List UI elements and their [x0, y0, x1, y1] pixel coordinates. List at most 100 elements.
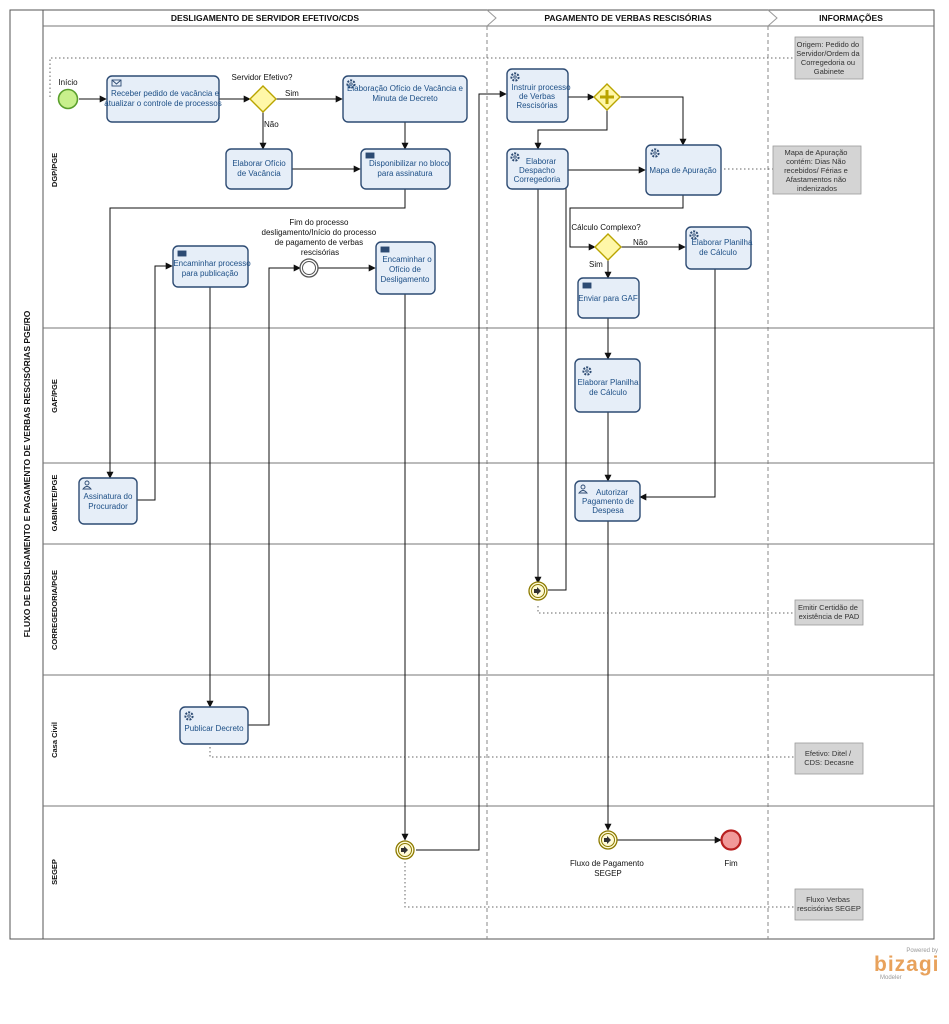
task-encaminhar-publicacao[interactable] [172, 245, 249, 288]
intermediate-event[interactable] [299, 258, 319, 278]
association-line [49, 57, 795, 97]
flow-arrow [569, 195, 684, 251]
task-encaminhar-oficio[interactable] [375, 241, 436, 295]
envelope-icon [177, 250, 187, 257]
start-event-label: Início [58, 78, 78, 87]
annotation-box [794, 742, 864, 775]
end-event[interactable] [720, 829, 742, 851]
gear-icon [184, 711, 194, 721]
product-text: Modeler [880, 975, 902, 981]
intermediate-event-label: Fim do processo desligamento/Início do p… [262, 218, 379, 257]
lane-label-segep: SEGEP [50, 859, 59, 885]
annotation-text: Mapa de Apuração contém: Dias Não recebi… [784, 148, 850, 193]
envelope-icon [365, 152, 375, 159]
association-line [209, 743, 795, 758]
task-mapa-apuracao[interactable] [645, 144, 722, 196]
task-elaborar-planilha-dgp[interactable] [685, 226, 752, 270]
flow-arrow [106, 189, 406, 479]
gateway-label: Cálculo Complexo? [571, 223, 641, 232]
annotation-box [772, 145, 862, 195]
task-autorizar-pagamento[interactable] [574, 480, 641, 522]
envelope-icon [582, 282, 592, 289]
gear-icon [650, 148, 660, 158]
gear-icon [689, 230, 699, 240]
lane-label-dgp: DGP/PGE [50, 153, 59, 187]
start-event[interactable] [57, 88, 79, 110]
task-elaboracao-oficio-minuta[interactable] [342, 75, 468, 123]
link-event-label: Fluxo de Pagamento SEGEP [570, 859, 646, 878]
annotation-box [794, 36, 864, 80]
lane-label-gabinete: GABINETE/PGE [50, 475, 59, 532]
annotation-text: Fluxo Verbas rescisórias SEGEP [797, 895, 861, 913]
flow-arrow [620, 96, 687, 146]
phase-title-3: INFORMAÇÕES [819, 13, 883, 23]
flow-label-g1-yes: Sim [285, 89, 299, 98]
flow-arrow [534, 110, 608, 150]
phase-title-2: PAGAMENTO DE VERBAS RESCISÓRIAS [544, 12, 712, 23]
gateway-servidor-efetivo[interactable] [249, 85, 277, 113]
link-event-corregedoria[interactable] [528, 581, 548, 601]
task-receber-pedido[interactable] [106, 75, 220, 123]
task-elaborar-despacho[interactable] [506, 148, 569, 190]
association-line [404, 862, 795, 908]
gateway-parallel[interactable] [593, 83, 621, 111]
gear-icon [510, 72, 520, 82]
gear-icon [346, 79, 356, 89]
gear-icon [510, 152, 520, 162]
link-event-fluxo-pagamento[interactable] [598, 830, 618, 850]
user-icon [578, 484, 588, 494]
flow-arrow [416, 90, 507, 851]
flow-arrow [248, 264, 301, 726]
phase-chevron-1 [486, 9, 497, 27]
task-elaborar-oficio-vacancia[interactable] [225, 148, 293, 190]
pool-title: FLUXO DE DESLIGAMENTO E PAGAMENTO DE VER… [21, 310, 32, 637]
task-enviar-gaf[interactable] [577, 277, 640, 319]
gateway-calculo-complexo[interactable] [594, 233, 622, 261]
lane-label-casa-civil: Casa Civil [50, 722, 59, 758]
envelope-icon [380, 246, 390, 253]
gateway-label: Servidor Efetivo? [232, 73, 293, 82]
annotation-box [794, 599, 864, 626]
task-instruir-processo[interactable] [506, 68, 569, 123]
annotation-text: Emitir Certidão de existência de PAD [798, 603, 860, 621]
link-event-segep[interactable] [395, 840, 415, 860]
lane-label-gaf: GAF/PGE [50, 379, 59, 413]
envelope-icon [111, 79, 122, 87]
end-event-label: Fim [724, 859, 738, 868]
bizagi-logo: Powered by bizagi Modeler [874, 948, 940, 984]
task-disponibilizar-bloco[interactable] [360, 148, 451, 190]
task-label: Mapa de Apuração [649, 166, 717, 175]
flow-arrow [639, 269, 716, 501]
brand-logo-text: bizagi [874, 953, 940, 976]
annotation-box [794, 888, 864, 921]
flow-label-g2-yes: Sim [589, 260, 603, 269]
phase-title-1: DESLIGAMENTO DE SERVIDOR EFETIVO/CDS [171, 13, 359, 23]
task-publicar-decreto[interactable] [179, 706, 249, 745]
task-assinatura-procurador[interactable] [78, 477, 138, 525]
powered-by-text: Powered by [906, 948, 938, 954]
task-label: Publicar Decreto [184, 724, 244, 733]
user-icon [82, 480, 92, 490]
flow-arrow [137, 262, 173, 501]
flow-label-g2-no: Não [633, 238, 648, 247]
annotation-text: Efetivo: Ditel / CDS: Decasne [804, 749, 854, 767]
task-label: Enviar para GAF [578, 294, 638, 303]
lane-label-corregedoria: CORREGEDORIA/PGE [50, 570, 59, 650]
gear-icon [582, 366, 592, 376]
flow-label-g1-no: Não [264, 120, 279, 129]
phase-chevron-2 [767, 9, 778, 27]
annotation-text: Origem: Pedido do Servidor/Ordem da Corr… [796, 40, 861, 76]
